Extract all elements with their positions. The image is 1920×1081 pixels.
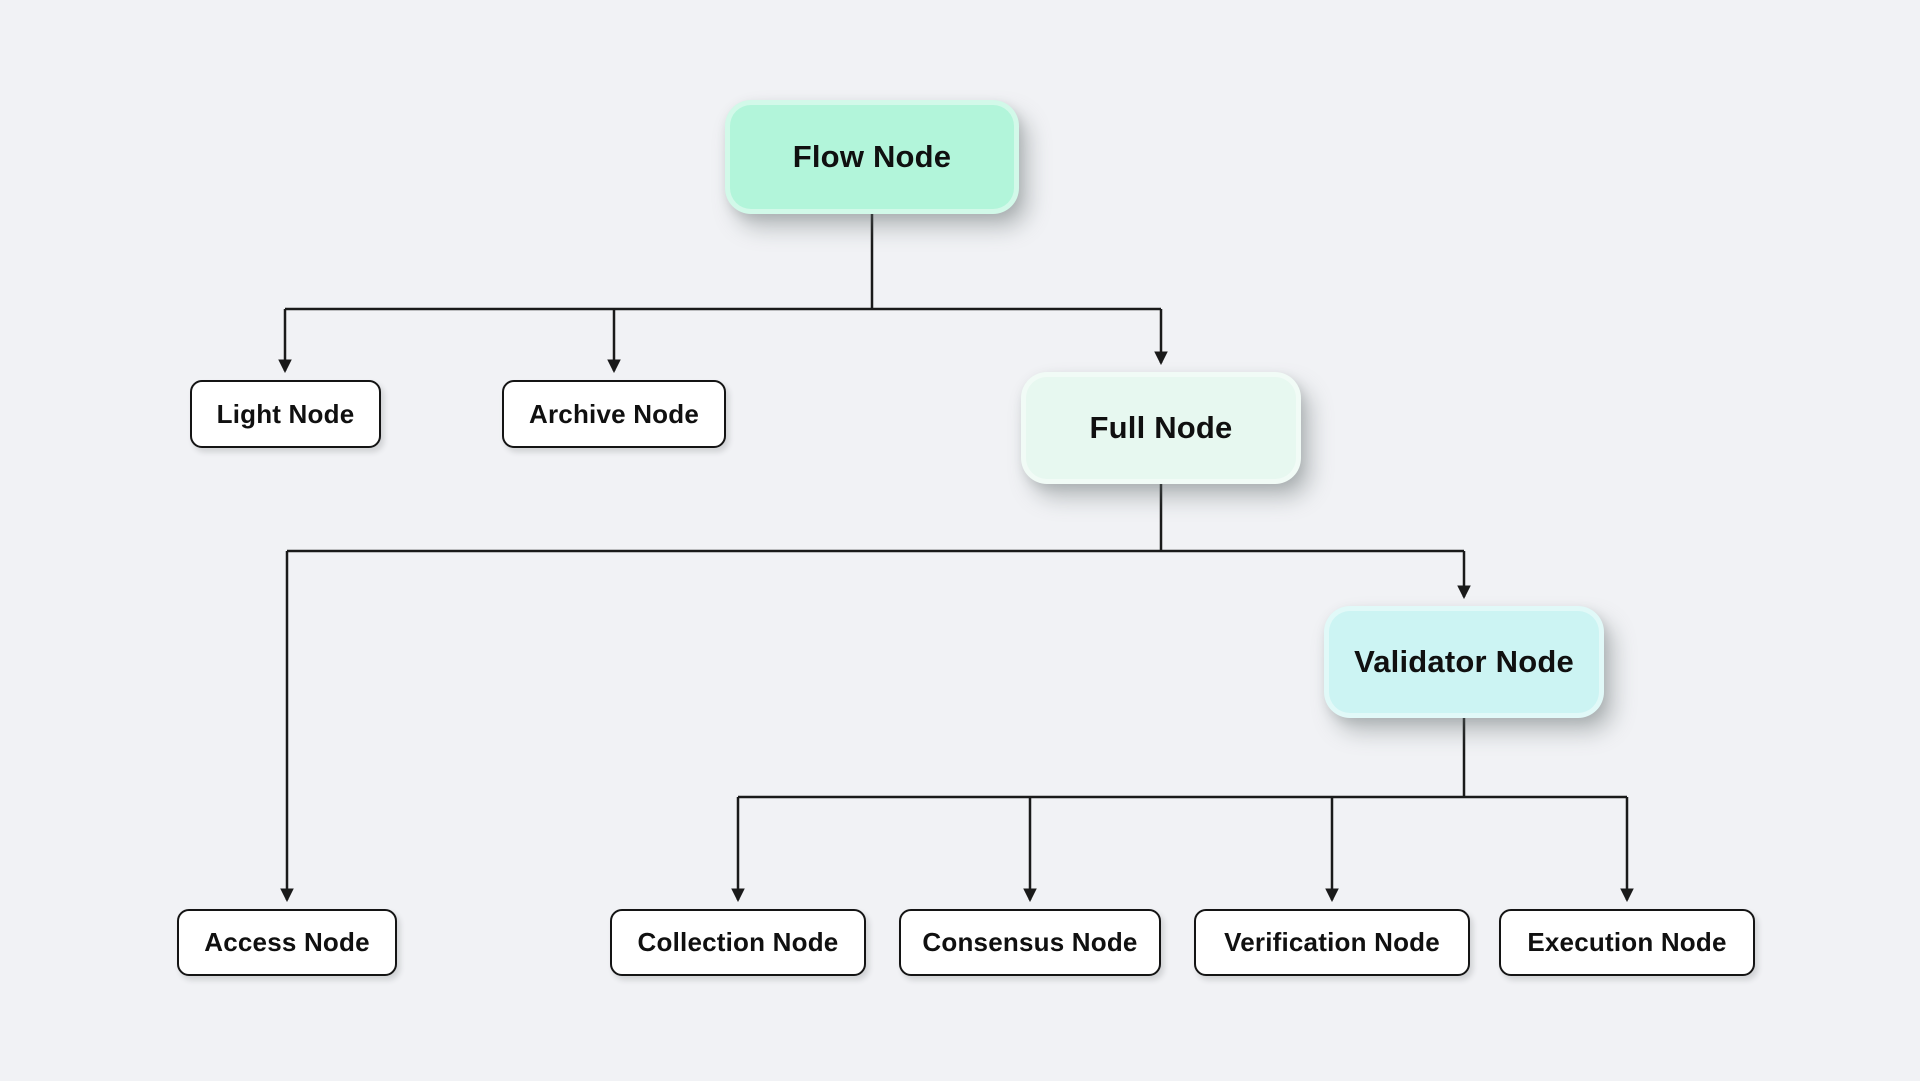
- node-light-label: Light Node: [216, 398, 355, 429]
- node-verification-label: Verification Node: [1224, 927, 1440, 957]
- node-full-label: Full Node: [1089, 410, 1233, 445]
- node-access-label: Access Node: [204, 927, 370, 957]
- node-archive[interactable]: Archive Node: [502, 380, 726, 448]
- node-collection-label: Collection Node: [637, 927, 839, 957]
- node-flow[interactable]: Flow Node: [725, 100, 1019, 214]
- node-light[interactable]: Light Node: [190, 380, 381, 448]
- node-validator[interactable]: Validator Node: [1324, 606, 1604, 718]
- node-collection[interactable]: Collection Node: [610, 909, 866, 976]
- node-validator-label: Validator Node: [1354, 644, 1574, 679]
- node-consensus[interactable]: Consensus Node: [899, 909, 1161, 976]
- node-archive-label: Archive Node: [528, 398, 699, 429]
- node-full[interactable]: Full Node: [1021, 372, 1301, 484]
- node-execution-label: Execution Node: [1527, 927, 1727, 957]
- node-access[interactable]: Access Node: [177, 909, 397, 976]
- node-verification[interactable]: Verification Node: [1194, 909, 1470, 976]
- node-consensus-label: Consensus Node: [922, 927, 1138, 957]
- node-execution[interactable]: Execution Node: [1499, 909, 1755, 976]
- node-flow-label: Flow Node: [792, 139, 952, 174]
